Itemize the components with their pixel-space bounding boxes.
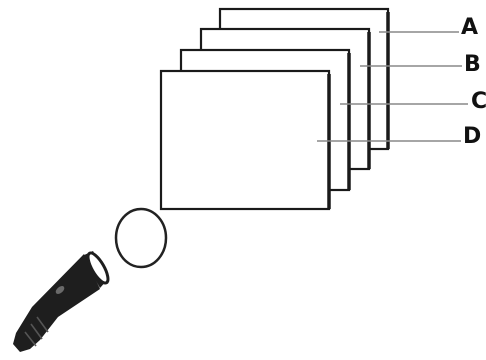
flashlight-icon bbox=[13, 250, 112, 352]
sheet-d bbox=[161, 71, 329, 209]
label-c: C bbox=[471, 91, 486, 113]
label-d: D bbox=[463, 126, 481, 148]
lens bbox=[116, 209, 166, 267]
label-a: A bbox=[461, 17, 478, 39]
label-b: B bbox=[464, 54, 481, 76]
